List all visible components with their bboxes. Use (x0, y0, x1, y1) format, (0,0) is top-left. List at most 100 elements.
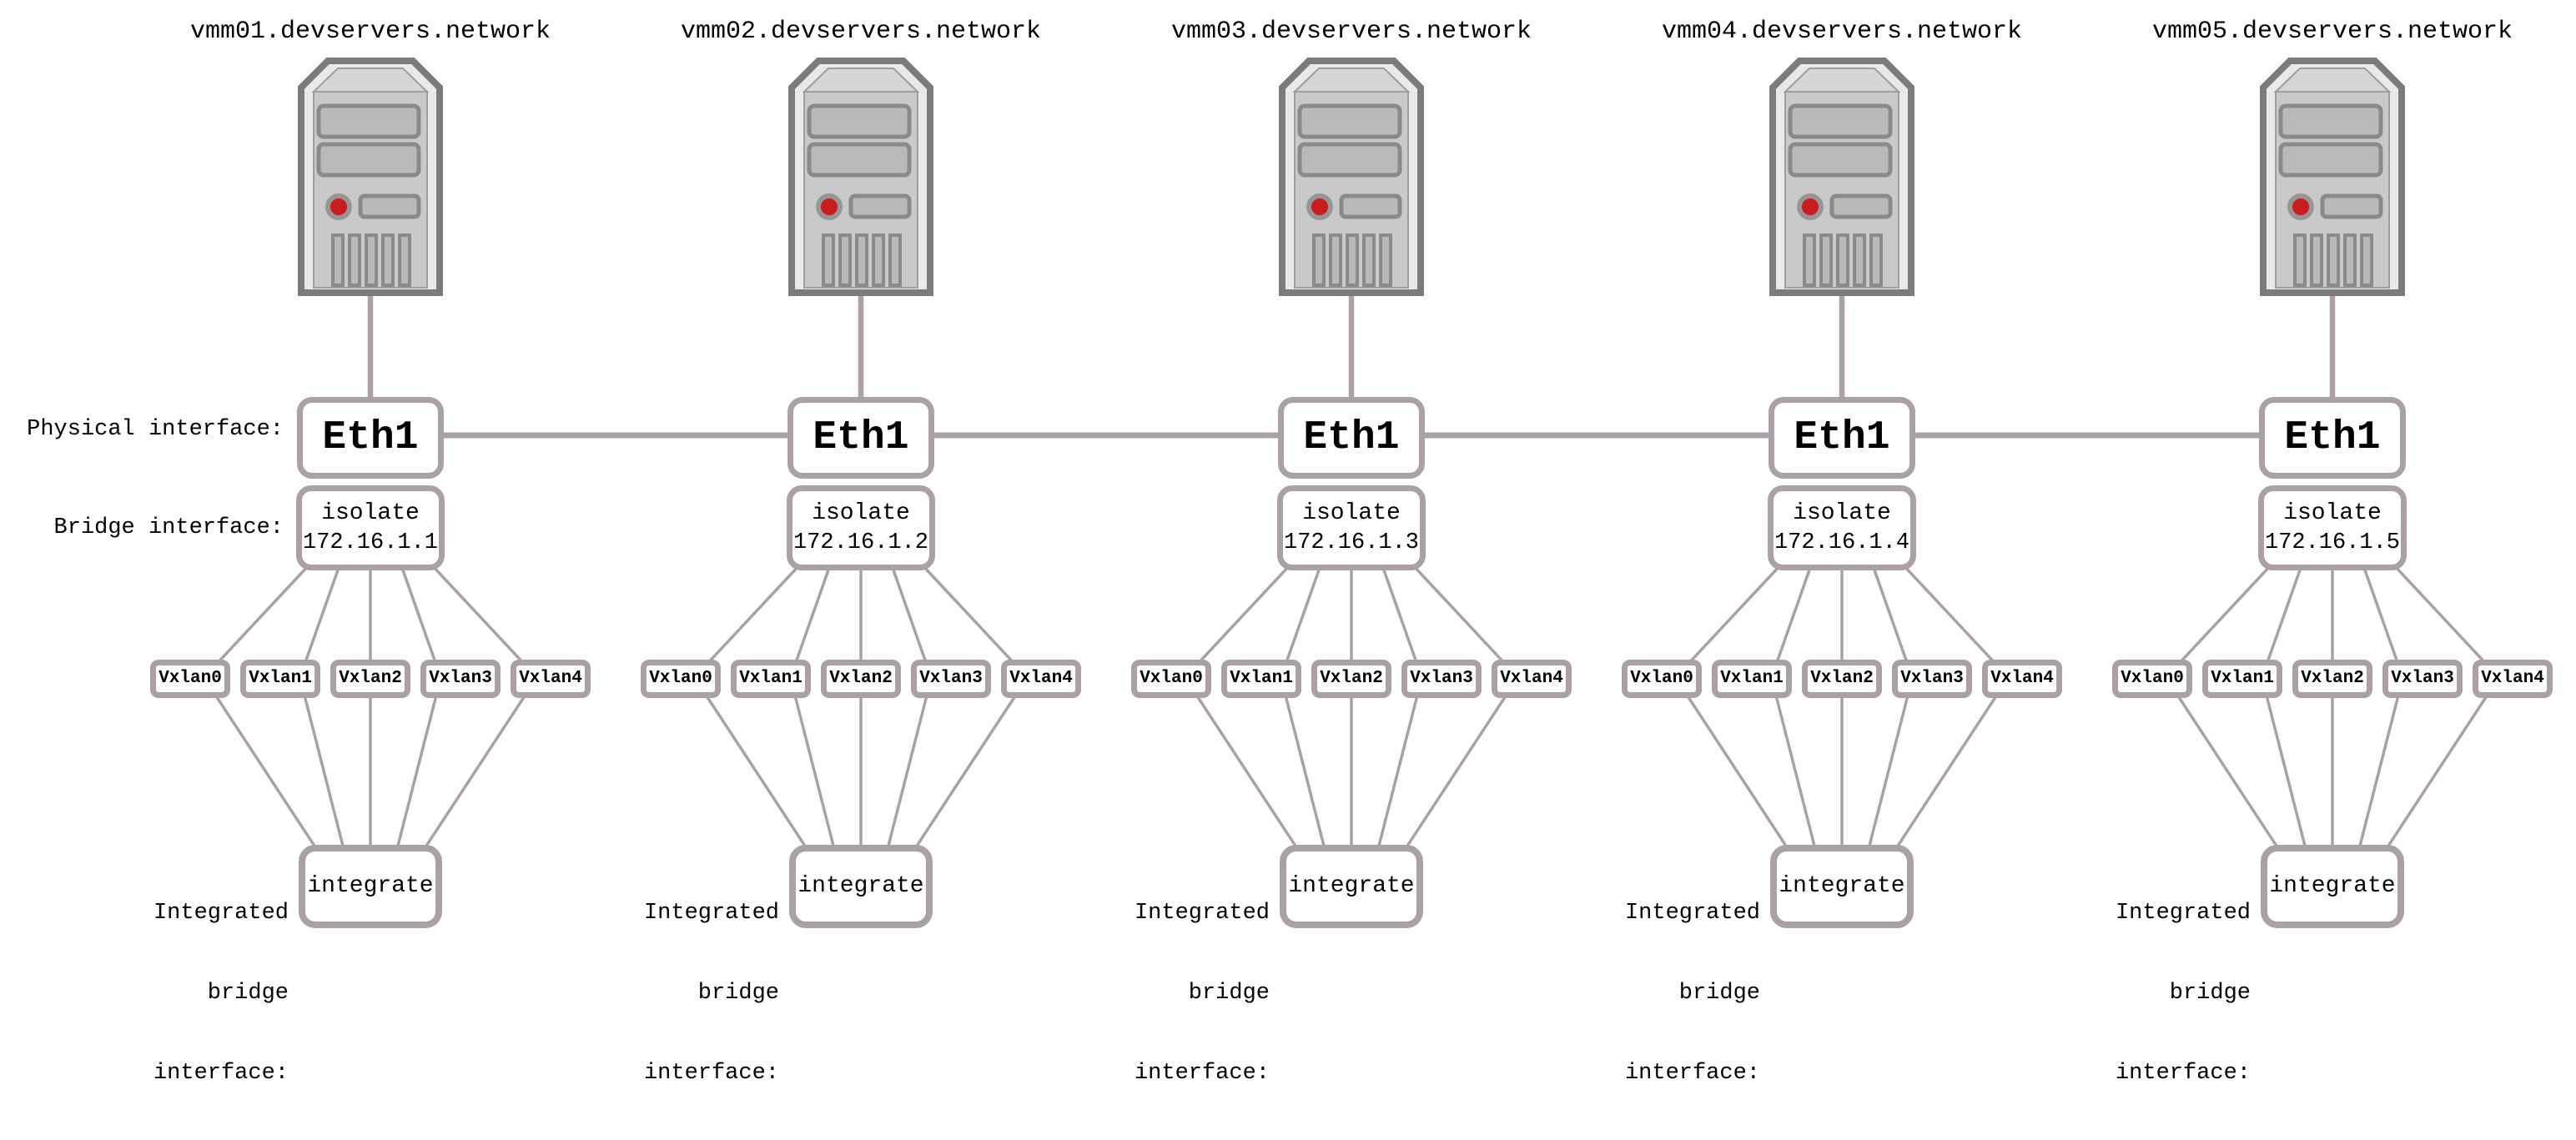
integrated-bridge-label-line: Integrated (2115, 901, 2251, 926)
physical-interface-node: Eth1 (787, 397, 934, 479)
integrated-bridge-label: Integrated bridge interface: (2116, 846, 2251, 1140)
vxlan-row: Vxlan0 Vxlan1 Vxlan2 Vxlan3 Vxlan4 (1622, 660, 2062, 698)
integrated-bridge-node: integrate (299, 845, 442, 928)
drive-bay-2 (1297, 142, 1402, 178)
bridge-interface-node: isolate 172.16.1.5 (2258, 485, 2407, 570)
bridge-interface-node: isolate 172.16.1.3 (1277, 485, 1426, 570)
server-column-vmm03: vmm03.devservers.network Eth1 isolate 17… (1106, 0, 1597, 1086)
integrated-bridge-node: integrate (2261, 845, 2404, 928)
vent-slats (2293, 234, 2373, 287)
integrated-bridge-label: Integrated bridge interface: (1625, 846, 1760, 1140)
integrated-bridge-label-line: Integrated (153, 901, 289, 926)
server-tower-icon (1769, 58, 1914, 296)
drive-slot (358, 193, 421, 219)
drive-slot (1829, 193, 1893, 219)
hostname-label: vmm03.devservers.network (1170, 18, 1532, 46)
physical-interface-node: Eth1 (297, 397, 444, 479)
bridge-ip: 172.16.1.2 (792, 530, 929, 555)
power-led (1797, 193, 1824, 220)
bridge-ip: 172.16.1.4 (1774, 530, 1910, 555)
vxlan-fan-lines (212, 564, 2491, 853)
physical-interface-node: Eth1 (1278, 397, 1425, 479)
server-tower-icon (298, 58, 443, 296)
vxlan-node: Vxlan1 (240, 660, 320, 698)
drive-bay-1 (807, 103, 912, 139)
physical-interface-label: Physical interface: (27, 417, 284, 442)
bridge-ip: 172.16.1.5 (2264, 530, 2401, 555)
hostname-label: vmm04.devservers.network (1661, 18, 2023, 46)
drive-bay-2 (316, 142, 421, 178)
server-tower-icon (788, 58, 933, 296)
server-tower-icon (2260, 58, 2405, 296)
vxlan-node: Vxlan4 (1492, 660, 1572, 698)
integrated-bridge-label-line: interface: (1624, 1061, 1760, 1086)
server-tower-icon (1279, 58, 1424, 296)
drive-bay-1 (316, 103, 421, 139)
vxlan-node: Vxlan4 (1001, 660, 1081, 698)
vxlan-node: Vxlan2 (821, 660, 901, 698)
vxlan-node: Vxlan3 (1401, 660, 1482, 698)
integrated-bridge-label-line: Integrated (1134, 901, 1270, 926)
drive-bay-2 (2278, 142, 2383, 178)
vxlan-node: Vxlan3 (2382, 660, 2463, 698)
vxlan-node: Vxlan0 (1622, 660, 1702, 698)
integrated-bridge-label-line: Integrated (643, 901, 779, 926)
bridge-name: isolate (321, 500, 420, 526)
vent-slats (1312, 234, 1392, 287)
vxlan-node: Vxlan4 (511, 660, 591, 698)
bridge-interface-label: Bridge interface: (53, 515, 284, 540)
vxlan-node: Vxlan2 (1802, 660, 1882, 698)
integrated-bridge-label-line: interface: (643, 1061, 779, 1086)
hostname-label: vmm01.devservers.network (189, 18, 551, 46)
power-led (325, 193, 352, 220)
vxlan-node: Vxlan3 (1892, 660, 1972, 698)
vxlan-row: Vxlan0 Vxlan1 Vxlan2 Vxlan3 Vxlan4 (150, 660, 591, 698)
drive-bay-2 (807, 142, 912, 178)
drive-bay-1 (1297, 103, 1402, 139)
integrated-bridge-label-line: interface: (153, 1061, 289, 1086)
integrated-bridge-label-line: bridge (207, 981, 289, 1006)
integrated-bridge-node: integrate (1280, 845, 1423, 928)
drive-bay-2 (1788, 142, 1893, 178)
vxlan-row: Vxlan0 Vxlan1 Vxlan2 Vxlan3 Vxlan4 (641, 660, 1081, 698)
integrated-bridge-node: integrate (1770, 845, 1914, 928)
integrated-bridge-label-line: bridge (1188, 981, 1270, 1006)
integrated-bridge-label-line: bridge (697, 981, 779, 1006)
server-column-vmm05: vmm05.devservers.network Eth1 isolate 17… (2087, 0, 2576, 1086)
bridge-interface-node: isolate 172.16.1.2 (787, 485, 935, 570)
vxlan-node: Vxlan3 (911, 660, 991, 698)
bridge-ip: 172.16.1.3 (1283, 530, 1420, 555)
bridge-ip: 172.16.1.1 (302, 530, 439, 555)
server-column-vmm02: vmm02.devservers.network Eth1 isolate 17… (616, 0, 1106, 1086)
vent-slats (331, 234, 411, 287)
drive-slot (1339, 193, 1402, 219)
integrated-bridge-label-line: bridge (1678, 981, 1760, 1006)
vxlan-node: Vxlan0 (2112, 660, 2192, 698)
vxlan-node: Vxlan0 (1131, 660, 1211, 698)
server-column-vmm04: vmm04.devservers.network Eth1 isolate 17… (1597, 0, 2087, 1086)
vxlan-node: Vxlan2 (330, 660, 410, 698)
hostname-label: vmm02.devservers.network (680, 18, 1042, 46)
vxlan-row: Vxlan0 Vxlan1 Vxlan2 Vxlan3 Vxlan4 (2112, 660, 2553, 698)
hostname-label: vmm05.devservers.network (2151, 18, 2513, 46)
drive-slot (848, 193, 912, 219)
power-led (1306, 193, 1333, 220)
vxlan-node: Vxlan0 (641, 660, 721, 698)
vxlan-node: Vxlan2 (2292, 660, 2372, 698)
server-uplink-lines (367, 292, 2336, 400)
integrated-bridge-label-line: interface: (2115, 1061, 2251, 1086)
vxlan-node: Vxlan2 (1311, 660, 1391, 698)
drive-bay-1 (1788, 103, 1893, 139)
bridge-name: isolate (2283, 500, 2382, 526)
integrated-bridge-label: Integrated bridge interface: (1135, 846, 1270, 1140)
physical-interface-node: Eth1 (2259, 397, 2406, 479)
integrated-bridge-label-line: bridge (2169, 981, 2251, 1006)
integrated-bridge-label-line: interface: (1134, 1061, 1270, 1086)
vxlan-node: Vxlan0 (150, 660, 230, 698)
physical-interface-node: Eth1 (1768, 397, 1915, 479)
power-led (2287, 193, 2314, 220)
bridge-interface-node: isolate 172.16.1.4 (1768, 485, 1916, 570)
vxlan-node: Vxlan1 (1712, 660, 1792, 698)
drive-bay-1 (2278, 103, 2383, 139)
bridge-name: isolate (1302, 500, 1401, 526)
